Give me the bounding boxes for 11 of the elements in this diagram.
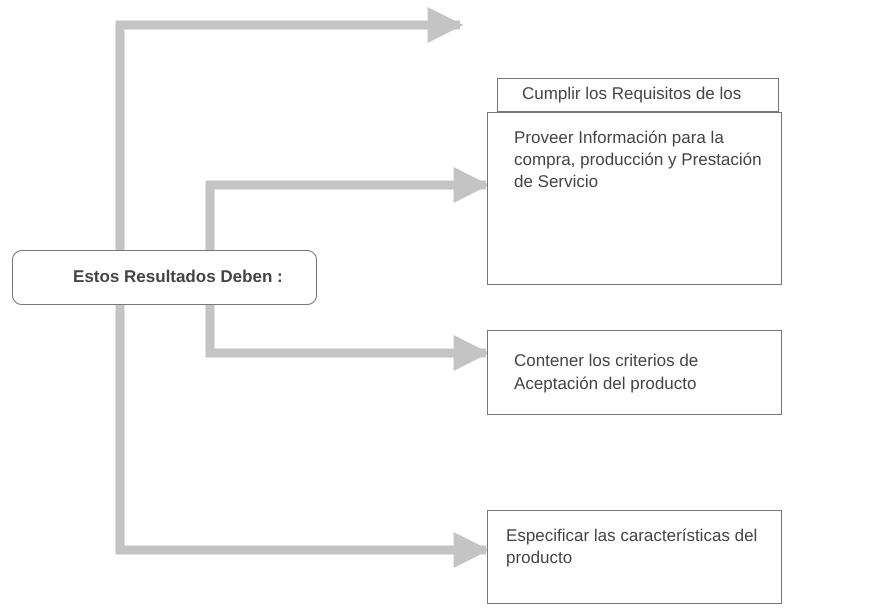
- box-text: Contener los criterios de Aceptación del producto: [514, 350, 700, 394]
- text-box: [487, 330, 782, 415]
- arrow: [116, 7, 464, 250]
- box-text: Estos Resultados Deben :: [73, 266, 283, 288]
- text-box: [487, 112, 782, 285]
- text-box: [487, 510, 782, 604]
- box-text: Proveer Información para la compra, producción y Prestación de Servicio: [514, 127, 763, 194]
- rounded-box: [12, 250, 317, 305]
- box-text: Especificar las características del producto: [506, 525, 758, 570]
- box-text: Cumplir los Requisitos de los: [522, 83, 742, 105]
- text-box: [497, 78, 779, 112]
